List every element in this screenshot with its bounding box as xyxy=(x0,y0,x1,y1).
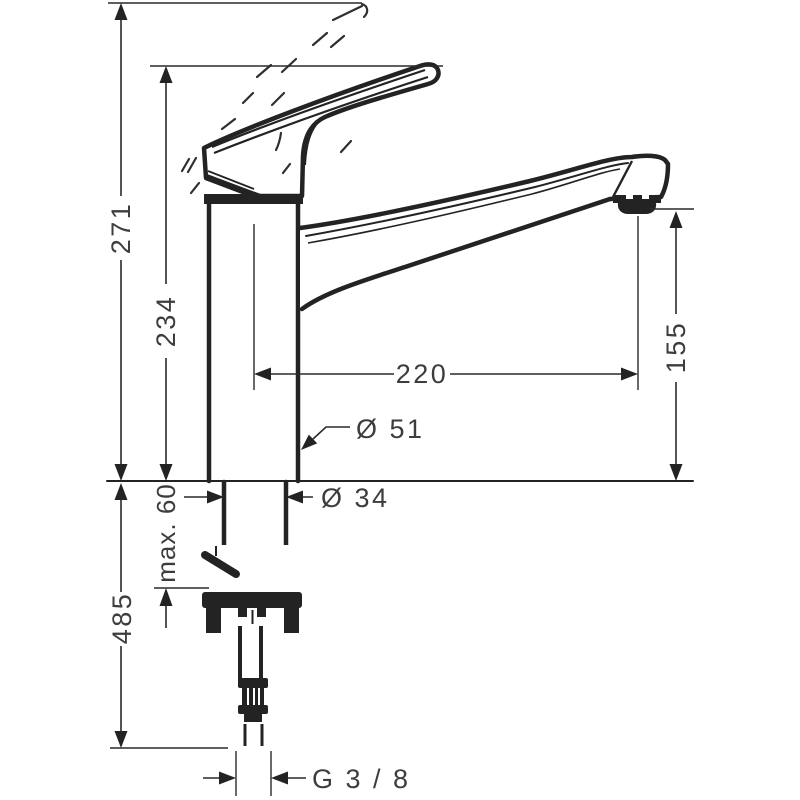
supply-hose xyxy=(238,626,268,722)
dimension-dia-34: Ø 34 xyxy=(184,483,390,513)
mounting-hardware xyxy=(199,545,309,642)
dimension-label-155: 155 xyxy=(661,321,691,374)
aerator xyxy=(613,195,661,214)
dimension-label-485: 485 xyxy=(107,592,137,645)
dimension-label-dia-51: Ø 51 xyxy=(356,414,425,444)
clamp-screw xyxy=(201,551,240,578)
ghost-handle-dashes xyxy=(180,2,369,195)
seal-ring xyxy=(202,592,302,608)
dimension-dia-51: Ø 51 xyxy=(301,414,425,450)
handle-base-wedge xyxy=(204,173,261,201)
mounting-shank xyxy=(221,479,289,548)
dimension-label-271: 271 xyxy=(106,202,136,255)
faucet-handle xyxy=(201,62,441,204)
faucet-spout xyxy=(297,153,671,312)
dimension-label-dia-34: Ø 34 xyxy=(321,483,390,513)
dimension-thread-g38: G 3 / 8 xyxy=(203,751,411,796)
dimension-label-thread: G 3 / 8 xyxy=(312,764,411,794)
dimension-155: 155 xyxy=(650,208,694,481)
dimension-max-60: max. 60 xyxy=(151,483,209,628)
dimension-234: 234 xyxy=(150,65,443,481)
dimension-220: 220 xyxy=(253,216,639,390)
dimension-label-234: 234 xyxy=(151,295,181,348)
handle-joint-band xyxy=(204,194,303,204)
dimension-label-220: 220 xyxy=(396,359,449,389)
dimension-271: 271 xyxy=(106,2,362,481)
dimension-485: 485 xyxy=(107,483,228,749)
dimension-label-max-60: max. 60 xyxy=(151,483,181,583)
hose-nut xyxy=(228,722,278,748)
